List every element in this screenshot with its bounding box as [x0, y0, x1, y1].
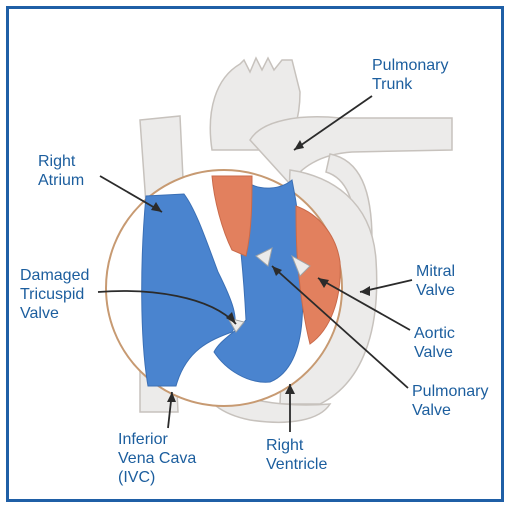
label-pulmonary-valve: Pulmonary Valve [412, 382, 488, 420]
label-aortic-valve: Aortic Valve [414, 324, 455, 362]
label-right-atrium: Right Atrium [38, 152, 84, 190]
label-right-ventricle: Right Ventricle [266, 436, 327, 474]
label-inferior-vena-cava: Inferior Vena Cava (IVC) [118, 430, 196, 487]
label-mitral-valve: Mitral Valve [416, 262, 455, 300]
label-pulmonary-trunk: Pulmonary Trunk [372, 56, 448, 94]
label-damaged-tricuspid-valve: Damaged Tricuspid Valve [20, 266, 89, 323]
